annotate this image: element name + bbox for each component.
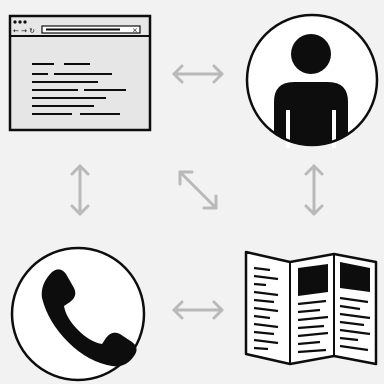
arrow-horizontal-bottom — [172, 300, 224, 320]
person-icon — [245, 13, 379, 148]
phone-handset-icon — [10, 246, 146, 382]
browser-nav-glyphs: ← → ↻ — [13, 27, 35, 35]
arrow-diagonal-center — [178, 170, 218, 210]
arrow-vertical-right — [304, 164, 324, 216]
arrow-vertical-left — [70, 164, 90, 216]
folded-brochure-icon — [244, 250, 378, 366]
person-node — [244, 12, 380, 148]
arrow-horizontal-top — [172, 64, 224, 84]
browser-text-lines — [32, 63, 126, 115]
browser-window-icon: ← → ↻ × — [8, 14, 152, 132]
phone-node — [8, 244, 148, 384]
brochure-node — [240, 246, 382, 370]
browser-close-glyph: × — [132, 27, 138, 35]
browser-window-node: ← → ↻ × — [8, 14, 152, 132]
